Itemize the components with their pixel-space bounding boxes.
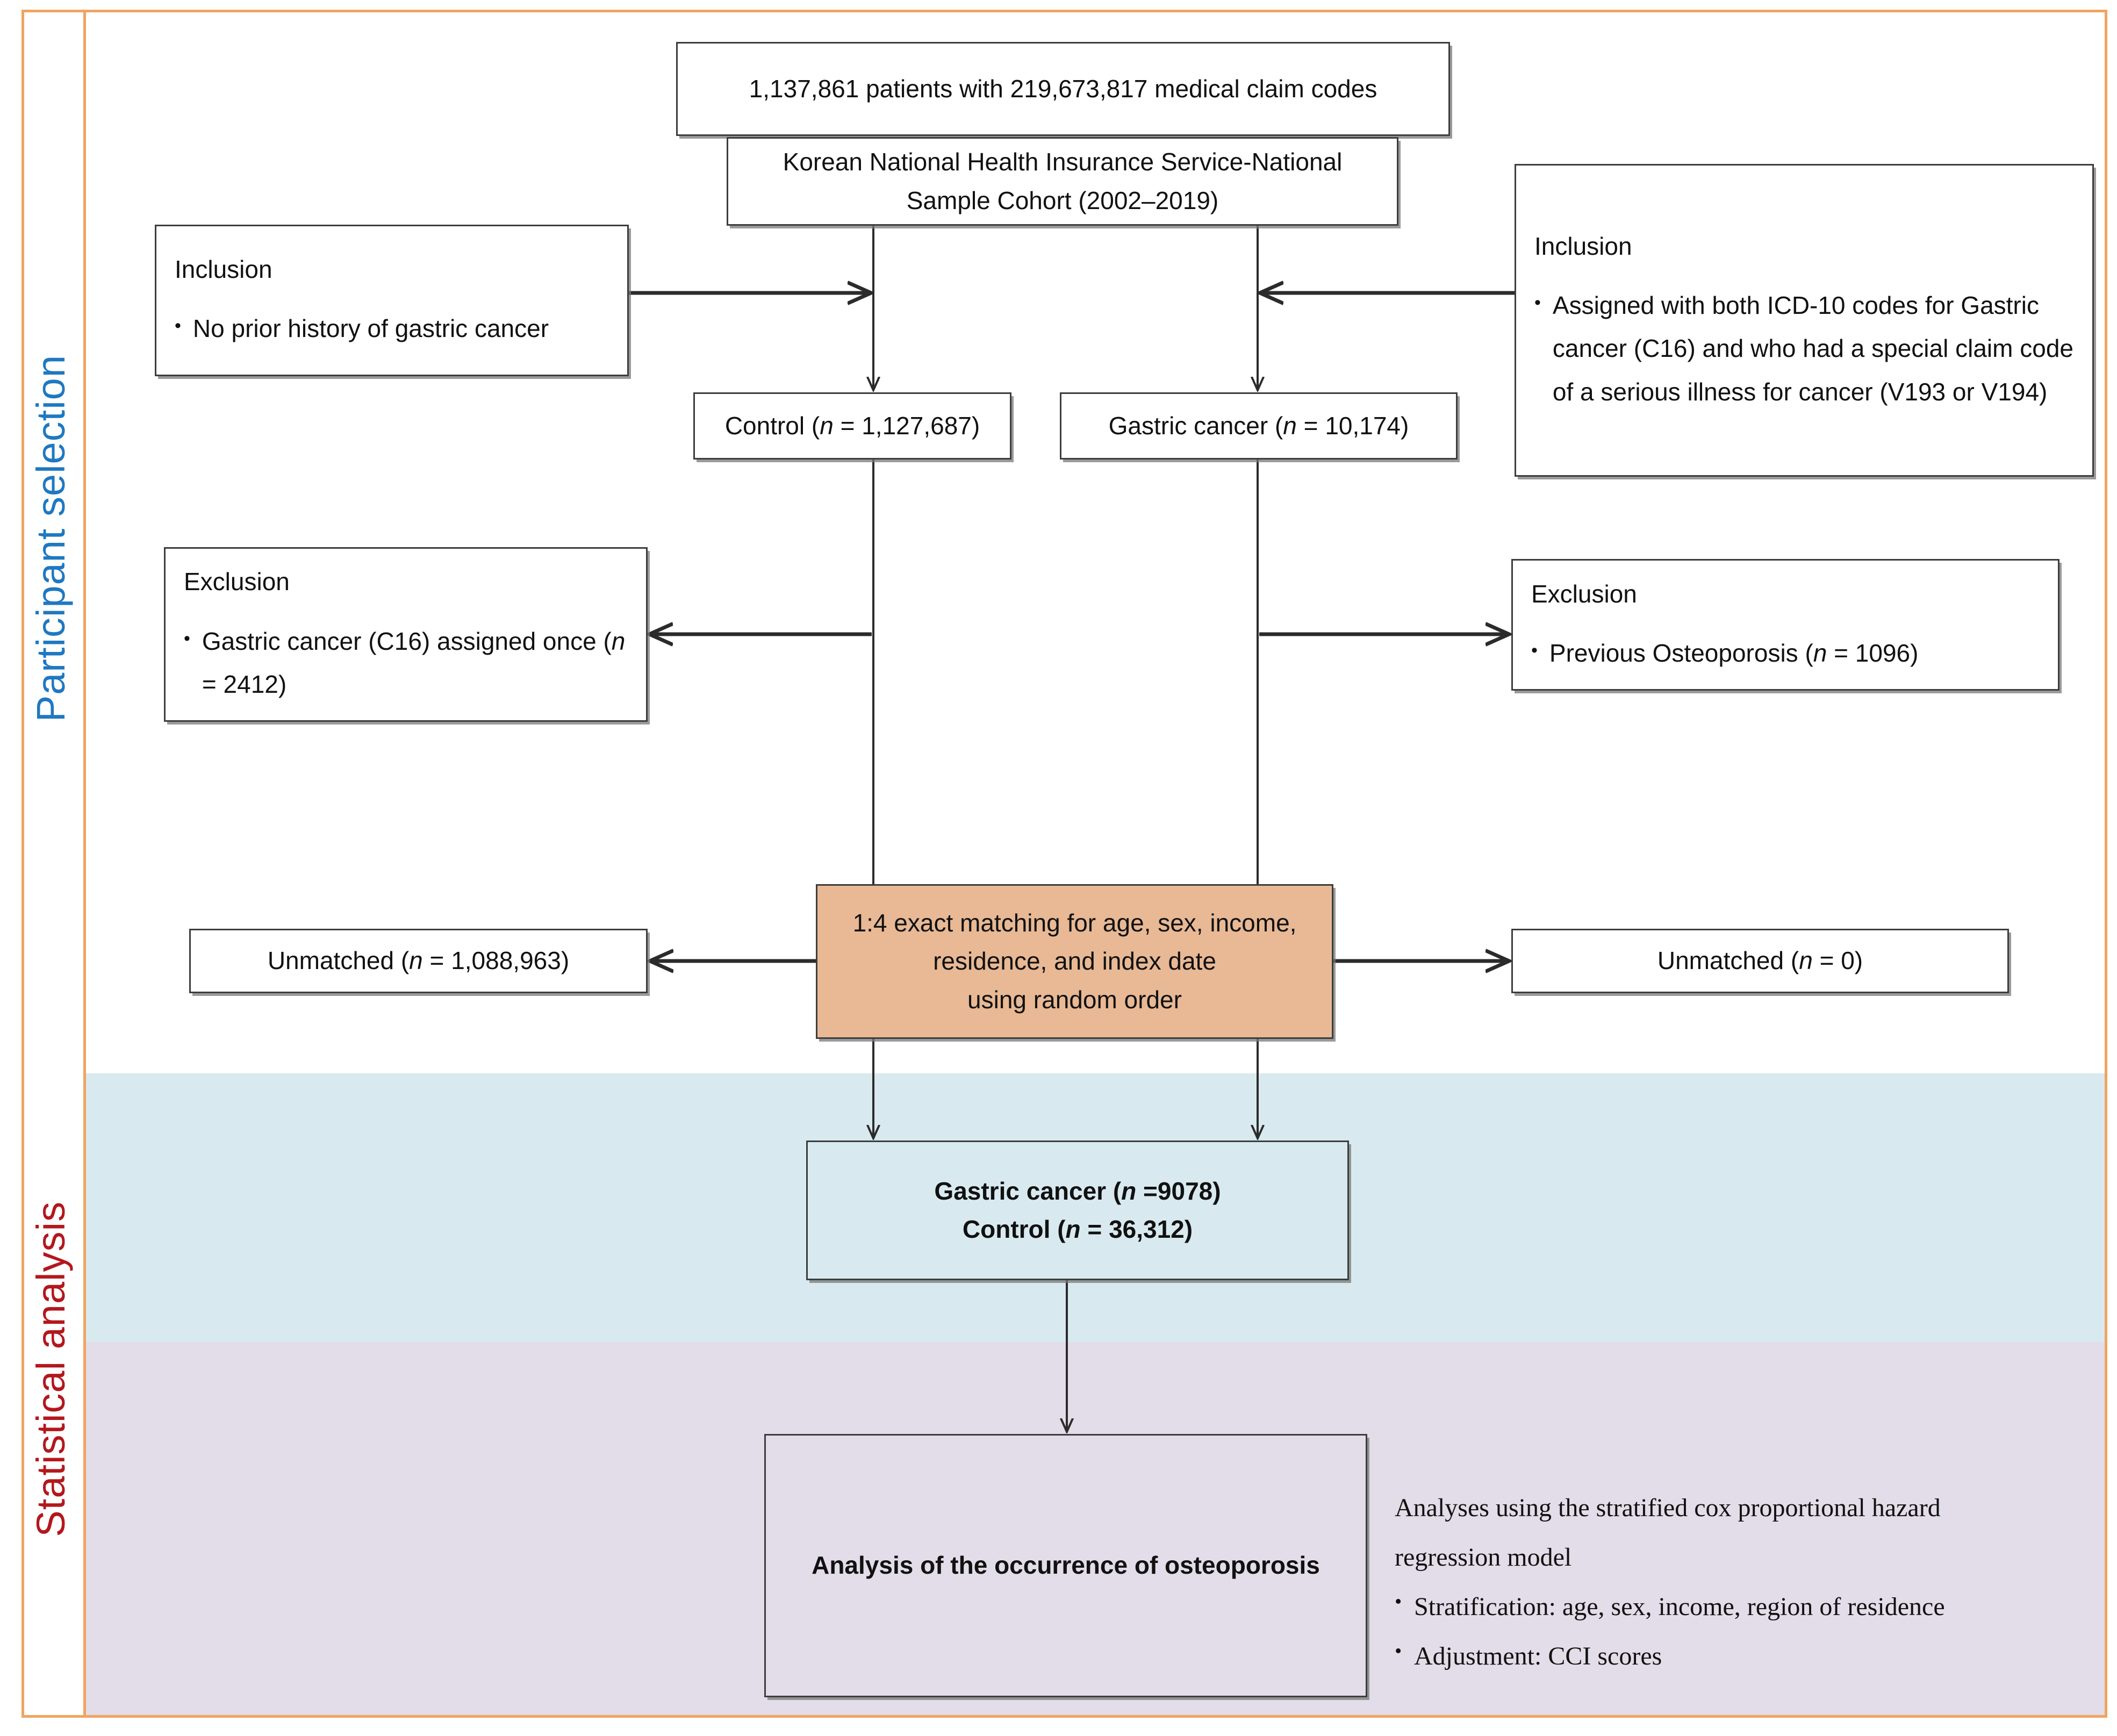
box-matched-cohort: Gastric cancer (n =9078) Control (n = 36… [806, 1140, 1349, 1280]
bullet-icon: • [184, 628, 190, 649]
matched-gastric-text: Gastric cancer (n =9078) [934, 1177, 1221, 1205]
exclusion-gastric-item: • Previous Osteoporosis (n = 1096) [1531, 632, 1918, 675]
bullet-icon: • [1395, 1590, 1402, 1613]
box-cohort-source: Korean National Health Insurance Service… [727, 137, 1398, 226]
box-unmatched-control: Unmatched (n = 1,088,963) [189, 929, 648, 993]
box-gastric-group: Gastric cancer (n = 10,174) [1060, 392, 1458, 460]
matching-line-1: 1:4 exact matching for age, sex, income, [852, 909, 1297, 937]
unmatched-gastric-text: Unmatched (n = 0) [1657, 946, 1863, 975]
inclusion-gastric-item: • Assigned with both ICD-10 codes for Ga… [1534, 284, 2078, 414]
stat-note-item-2-text: Adjustment: CCI scores [1414, 1642, 1662, 1671]
matching-line-2: residence, and index date [933, 947, 1216, 975]
box-unmatched-gastric: Unmatched (n = 0) [1511, 929, 2009, 993]
exclusion-control-header: Exclusion [184, 568, 290, 596]
stat-note-item-2: • Adjustment: CCI scores [1395, 1632, 2066, 1681]
box-control-group: Control (n = 1,127,687) [693, 392, 1011, 460]
bullet-icon: • [1395, 1640, 1402, 1663]
box-total-patients: 1,137,861 patients with 219,673,817 medi… [676, 42, 1450, 136]
box-exclusion-control: Exclusion • Gastric cancer (C16) assigne… [164, 547, 648, 722]
bullet-icon: • [175, 315, 181, 336]
exclusion-control-item: • Gastric cancer (C16) assigned once (n … [184, 620, 632, 706]
box-inclusion-gastric: Inclusion • Assigned with both ICD-10 co… [1515, 164, 2094, 477]
inclusion-control-item: • No prior history of gastric cancer [175, 307, 549, 350]
unmatched-control-text: Unmatched (n = 1,088,963) [267, 946, 570, 975]
stat-note-item-1-text: Stratification: age, sex, income, region… [1414, 1592, 1945, 1622]
inclusion-control-header: Inclusion [175, 255, 272, 284]
outcome-analysis-title: Analysis of the occurrence of osteoporos… [812, 1551, 1320, 1580]
box-outcome-analysis: Analysis of the occurrence of osteoporos… [764, 1434, 1367, 1697]
inclusion-control-item-text: No prior history of gastric cancer [192, 314, 549, 343]
cohort-line-1: Korean National Health Insurance Service… [783, 148, 1343, 176]
bullet-icon: • [1534, 292, 1541, 313]
box-total-patients-text: 1,137,861 patients with 219,673,817 medi… [749, 74, 1377, 103]
box-exclusion-gastric: Exclusion • Previous Osteoporosis (n = 1… [1511, 559, 2059, 691]
outer-frame [21, 10, 2107, 1718]
control-group-text: Control (n = 1,127,687) [724, 411, 980, 440]
inclusion-gastric-header: Inclusion [1534, 232, 1632, 260]
exclusion-gastric-header: Exclusion [1531, 579, 1637, 608]
exclusion-control-item-text: Gastric cancer (C16) assigned once (n = … [202, 627, 626, 699]
section-label-participant-selection: Participant selection [28, 355, 73, 722]
statistical-method-note: Analyses using the stratified cox propor… [1395, 1483, 2066, 1682]
exclusion-gastric-item-text: Previous Osteoporosis (n = 1096) [1549, 639, 1919, 667]
frame-divider [83, 10, 86, 1718]
stat-note-item-1: • Stratification: age, sex, income, regi… [1395, 1582, 2066, 1632]
stat-note-line-1: Analyses using the stratified cox propor… [1395, 1494, 1941, 1522]
stat-note-line-2: regression model [1395, 1543, 1572, 1572]
box-matching-procedure: 1:4 exact matching for age, sex, income,… [816, 884, 1333, 1039]
inclusion-gastric-item-text: Assigned with both ICD-10 codes for Gast… [1552, 291, 2073, 406]
bullet-icon: • [1531, 640, 1538, 661]
gastric-group-text: Gastric cancer (n = 10,174) [1108, 411, 1409, 440]
matching-line-3: using random order [967, 985, 1182, 1014]
matched-control-text: Control (n = 36,312) [962, 1215, 1193, 1243]
box-inclusion-control: Inclusion • No prior history of gastric … [155, 225, 629, 376]
section-label-statistical-analysis: Statistical analysis [28, 1201, 73, 1537]
cohort-line-2: Sample Cohort (2002–2019) [906, 186, 1219, 214]
